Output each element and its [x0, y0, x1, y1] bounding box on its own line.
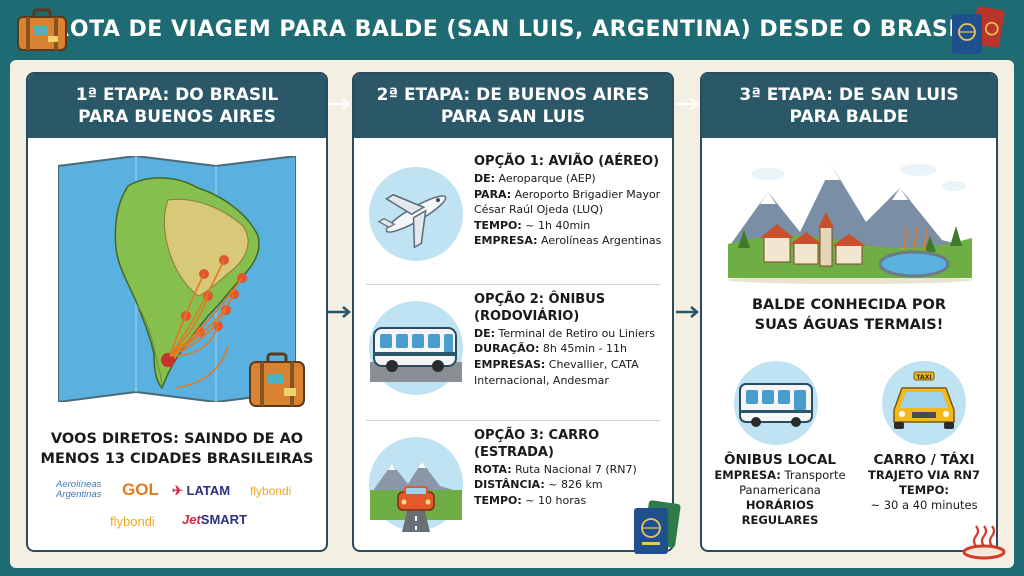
option1-empresa-value: Aerolíneas Argentinas	[541, 234, 662, 248]
option1-de-label: DE:	[474, 171, 496, 185]
option3-tempo-label: TEMPO:	[474, 494, 522, 507]
stage1-caption-line2: MENOS 13 CIDADES BRASILEIRAS	[40, 450, 314, 467]
stage2-heading: 2ª ETAPA: DE BUENOS AIRES PARA SAN LUIS	[354, 74, 672, 138]
passport-icon	[634, 500, 681, 554]
stage1-heading-line2: PARA BUENOS AIRES	[78, 107, 276, 127]
option2-text: OPÇÃO 2: ÔNIBUS (RODOVIÁRIO) DE: Termina…	[474, 292, 670, 388]
option2-empresas-label: EMPRESAS:	[474, 358, 546, 371]
stage1-heading: 1ª ETAPA: DO BRASIL PARA BUENOS AIRES	[28, 74, 326, 138]
car-road-icon	[369, 437, 463, 532]
option3-rota-label: ROTA:	[474, 462, 512, 476]
stage1-panel: 1ª ETAPA: DO BRASIL PARA BUENOS AIRES	[26, 72, 328, 552]
balde-town-illustration	[728, 164, 972, 284]
local-bus-empresa-label: EMPRESA:	[714, 468, 781, 482]
stage2-heading-line2: PARA SAN LUIS	[440, 107, 586, 127]
option1-de-value: Aeroparque (AEP)	[498, 171, 596, 185]
option3-title-line2: (ESTRADA)	[474, 444, 554, 460]
option2-de-label: DE:	[474, 326, 496, 340]
airline-logos: Aerolíneas Argentinas GOL ✈ LATAM flybon…	[28, 478, 326, 538]
taxi-tempo-label: TEMPO:	[899, 482, 949, 497]
suitcase-icon	[17, 8, 67, 51]
stage2-heading-line1: 2ª ETAPA: DE BUENOS AIRES	[376, 84, 650, 105]
option1-title: OPÇÃO 1: AVIÃO (AÉREO)	[474, 154, 660, 169]
suitcase-icon	[249, 352, 305, 407]
flybondi-logo: flybondi	[110, 514, 155, 529]
page-title: ROTA DE VIAGEM PARA BALDE (SAN LUIS, ARG…	[52, 16, 972, 42]
option1-para-label: PARA:	[474, 187, 512, 201]
local-bus-horarios-line2: REGULARES	[741, 512, 819, 527]
arrow-right-icon	[676, 98, 699, 110]
stage1-caption: VOOS DIRETOS: SAINDO DE AO MENOS 13 CIDA…	[28, 430, 326, 469]
local-bus-icon	[734, 361, 818, 445]
jetsmart-logo-jet: Jet	[182, 512, 201, 527]
stage3-heading: 3ª ETAPA: DE SAN LUIS PARA BALDE	[702, 74, 996, 138]
local-bus-empresa-value-line1: Transporte	[784, 468, 846, 482]
gol-logo: GOL	[122, 480, 159, 499]
arrow-right-icon	[328, 98, 351, 110]
option1-text: OPÇÃO 1: AVIÃO (AÉREO) DE: Aeroparque (A…	[474, 154, 670, 249]
option2-empresas-value: Chevallier, CATA Internacional, Andesmar	[474, 358, 639, 387]
stage1-heading-line1: 1ª ETAPA: DO BRASIL	[75, 84, 279, 105]
option3-tempo-value: ~ 10 horas	[525, 494, 587, 507]
option3-distancia-value: ~ 826 km	[548, 478, 603, 492]
taxi-sign-text: TAXI	[916, 374, 931, 381]
stage3-panel: 3ª ETAPA: DE SAN LUIS PARA BALDE	[700, 72, 998, 552]
local-bus-horarios-line1: HORÁRIOS	[745, 497, 815, 512]
option-divider	[366, 284, 660, 285]
option1-empresa-label: EMPRESA:	[474, 234, 538, 248]
option-divider	[366, 420, 660, 421]
option2-duracao-label: DURAÇÃO:	[474, 342, 540, 356]
taxi-tempo-value: ~ 30 a 40 minutes	[870, 497, 978, 512]
arrow-right-icon	[676, 306, 699, 318]
stage3-heading-line1: 3ª ETAPA: DE SAN LUIS	[739, 84, 959, 105]
title-bar: ROTA DE VIAGEM PARA BALDE (SAN LUIS, ARG…	[0, 0, 1024, 58]
option2-de-value: Terminal de Retiro ou Liniers	[498, 326, 656, 340]
airplane-icon	[369, 167, 463, 261]
option1-para-value: Aeroporto Brigadier Mayor César Raúl Oje…	[474, 187, 661, 217]
option2-title-line2: (RODOVIÁRIO)	[474, 308, 580, 324]
option1-tempo-label: TEMPO:	[474, 218, 522, 232]
stage3-caption-line1: BALDE CONHECIDA POR	[751, 297, 947, 313]
option3-text: OPÇÃO 3: CARRO (ESTRADA) ROTA: Ruta Naci…	[474, 428, 670, 509]
option2-title-line1: OPÇÃO 2: ÔNIBUS	[474, 292, 606, 307]
local-bus-title: ÔNIBUS LOCAL	[723, 452, 837, 468]
stage3-caption: BALDE CONHECIDA POR SUAS ÁGUAS TERMAIS!	[702, 296, 996, 335]
option1-tempo-value: ~ 1h 40min	[525, 218, 591, 232]
option-bus: OPÇÃO 2: ÔNIBUS (RODOVIÁRIO) DE: Termina…	[354, 292, 672, 420]
local-bus-empresa-line2: Panamericana	[739, 482, 821, 497]
stage2-panel: 2ª ETAPA: DE BUENOS AIRES PARA SAN LUIS …	[352, 72, 674, 552]
option2-duracao-value: 8h 45min - 11h	[542, 342, 628, 356]
stage3-caption-line2: SUAS ÁGUAS TERMAIS!	[754, 316, 944, 333]
option-car: OPÇÃO 3: CARRO (ESTRADA) ROTA: Ruta Naci…	[354, 428, 672, 550]
hot-spring-icon	[962, 525, 1006, 560]
stage3-heading-line2: PARA BALDE	[789, 107, 909, 127]
arrow-right-icon	[328, 306, 351, 318]
local-bus-info: ÔNIBUS LOCAL EMPRESA: Transporte Panamer…	[706, 452, 854, 528]
aerolineas-logo: Aerolíneas Argentinas	[56, 479, 102, 501]
option3-rota-value: Ruta Nacional 7 (RN7)	[515, 462, 637, 476]
option-plane: OPÇÃO 1: AVIÃO (AÉREO) DE: Aeroparque (A…	[354, 154, 672, 282]
latam-logo-text: LATAM	[186, 483, 231, 498]
bus-icon	[369, 301, 463, 395]
stage1-caption-line1: VOOS DIRETOS: SAINDO DE AO	[50, 431, 304, 447]
aerolineas-logo-line1: Aerolíneas	[56, 479, 102, 490]
taxi-trajeto: TRAJETO VIA RN7	[868, 468, 980, 482]
south-america-map	[58, 156, 296, 402]
aerolineas-logo-line2: Argentinas	[56, 489, 102, 501]
taxi-info: CARRO / TÁXI TRAJETO VIA RN7 TEMPO: ~ 30…	[850, 452, 996, 513]
local-bus-empresa: EMPRESA: Transporte	[706, 468, 854, 483]
flybondi-logo: flybondi	[250, 484, 292, 498]
passport-icon	[952, 6, 1005, 54]
jetsmart-logo-smart: SMART	[200, 512, 248, 527]
latam-logo: ✈ LATAM	[172, 483, 231, 498]
option3-distancia-label: DISTÂNCIA:	[474, 478, 545, 492]
taxi-icon: TAXI	[882, 361, 966, 445]
jetsmart-logo: JetSMART	[182, 512, 247, 527]
taxi-title: CARRO / TÁXI	[873, 452, 975, 468]
option3-title-line1: OPÇÃO 3: CARRO	[474, 428, 600, 443]
